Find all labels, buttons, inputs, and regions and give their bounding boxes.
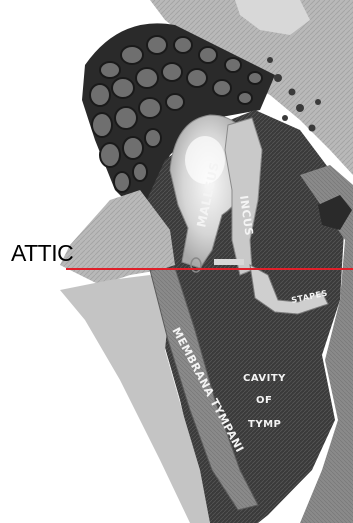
ossicle-joint bbox=[214, 259, 244, 265]
attic-label: ATTIC bbox=[11, 242, 73, 265]
cavity-label-line3: TYMP bbox=[248, 419, 281, 430]
cavity-label-line1: CAVITY bbox=[243, 373, 286, 384]
cavity-label-line2: OF bbox=[256, 395, 272, 406]
